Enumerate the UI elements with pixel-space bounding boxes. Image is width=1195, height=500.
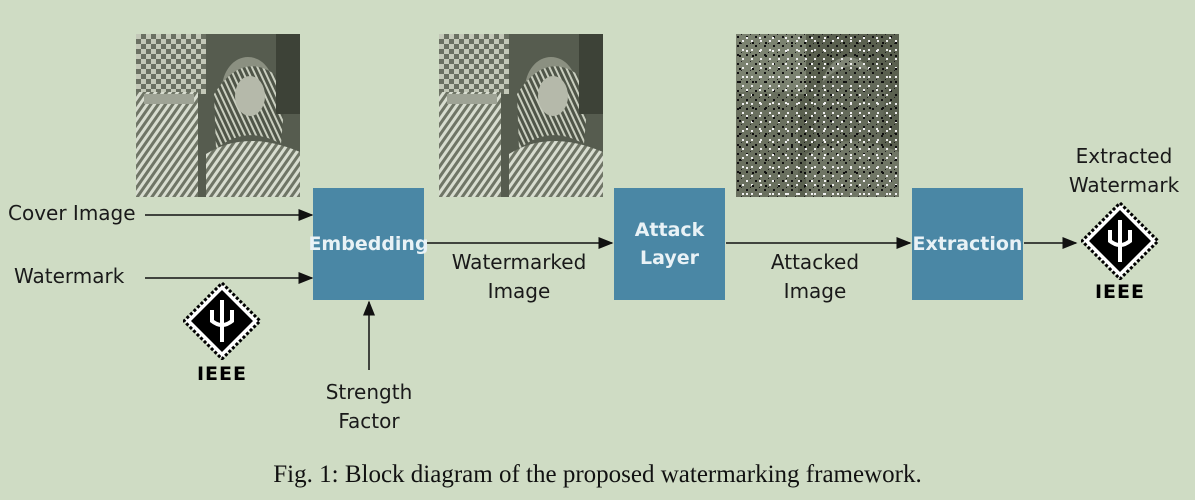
extracted-watermark-label: Extracted Watermark bbox=[1060, 142, 1188, 200]
extracted-line-2: Watermark bbox=[1068, 173, 1180, 197]
extraction-label: Extraction bbox=[912, 233, 1023, 255]
strength-factor-label: Strength Factor bbox=[319, 378, 419, 436]
attacked-image-photo bbox=[736, 34, 899, 197]
cover-image-label: Cover Image bbox=[8, 201, 136, 225]
extracted-ieee-logo: IEEE bbox=[1079, 200, 1161, 303]
ieee-logo-icon bbox=[1079, 200, 1161, 282]
ieee-text: IEEE bbox=[1094, 281, 1145, 303]
strength-line-2: Factor bbox=[338, 409, 400, 433]
attack-layer-block: Attack Layer bbox=[614, 188, 725, 300]
attack-label-1: Attack bbox=[634, 219, 705, 241]
ieee-logo-icon bbox=[181, 280, 263, 362]
ieee-text: IEEE bbox=[196, 363, 247, 385]
attacked-line-1: Attacked bbox=[770, 250, 860, 274]
watermarked-image-photo bbox=[439, 34, 603, 197]
extraction-block: Extraction bbox=[912, 188, 1023, 300]
figure-caption: Fig. 1: Block diagram of the proposed wa… bbox=[273, 461, 922, 488]
attacked-line-2: Image bbox=[783, 279, 847, 303]
extracted-line-1: Extracted bbox=[1075, 144, 1173, 168]
watermark-label: Watermark bbox=[14, 264, 125, 288]
attack-label-2: Layer bbox=[640, 247, 699, 269]
cover-image-photo bbox=[136, 34, 300, 197]
watermarked-line-1: Watermarked bbox=[451, 250, 587, 274]
embedding-block: Embedding bbox=[308, 188, 429, 300]
watermark-ieee-logo: IEEE bbox=[181, 280, 263, 385]
attacked-image-label: Attacked Image bbox=[750, 248, 880, 306]
strength-line-1: Strength bbox=[325, 380, 413, 404]
watermarked-line-2: Image bbox=[487, 279, 551, 303]
watermarked-image-label: Watermarked Image bbox=[444, 248, 594, 306]
embedding-label: Embedding bbox=[308, 233, 429, 255]
